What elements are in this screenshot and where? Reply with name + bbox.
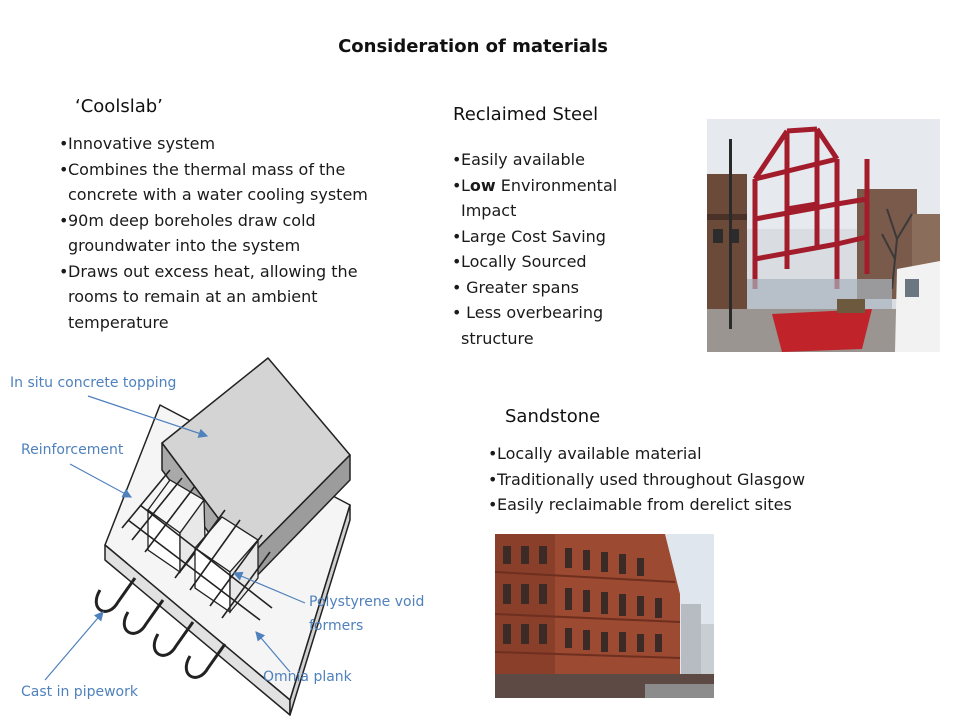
steel-bullet: Locally Sourced [452, 249, 647, 275]
steel-bullet: Less overbearing structure [452, 300, 647, 351]
steel-bullet: Easily available [452, 147, 647, 173]
coolslab-diagram [0, 345, 460, 720]
reinforcement-bars [121, 469, 273, 621]
label-in-situ-topping: In situ concrete topping [10, 375, 177, 391]
coolslab-bullet-list: Innovative system Combines the thermal m… [59, 131, 389, 335]
concrete-slab [104, 357, 351, 716]
sandstone-bullet: Traditionally used throughout Glasgow [488, 467, 868, 493]
label-reinforcement: Reinforcement [21, 442, 124, 458]
steel-frame-photo [707, 119, 940, 352]
steel-bullet: Low Environmental Impact [452, 173, 647, 224]
label-formers: formers [309, 618, 364, 634]
steel-bullet: Greater spans [452, 275, 647, 301]
label-cast-in-pipework: Cast in pipework [21, 684, 138, 700]
label-omnia-plank: Omnia plank [263, 669, 352, 685]
reclaimed-steel-heading: Reclaimed Steel [453, 104, 599, 125]
sandstone-heading: Sandstone [505, 406, 601, 427]
label-polystyrene-void: Polystyrene void [309, 594, 425, 610]
coolslab-bullet: Draws out excess heat, allowing the room… [59, 259, 389, 336]
sandstone-bullet: Locally available material [488, 441, 868, 467]
coolslab-heading: ‘Coolslab’ [75, 96, 163, 117]
pipework-loops [94, 577, 227, 679]
reclaimed-steel-bullet-list: Easily available Low Environmental Impac… [452, 147, 647, 351]
steel-bullet: Large Cost Saving [452, 224, 647, 250]
coolslab-bullet: Innovative system [59, 131, 389, 157]
sandstone-bullet-list: Locally available material Traditionally… [488, 441, 868, 518]
sandstone-building-photo [495, 534, 714, 698]
coolslab-bullet: 90m deep boreholes draw cold groundwater… [59, 208, 389, 259]
sandstone-bullet: Easily reclaimable from derelict sites [488, 492, 868, 518]
slide-title: Consideration of materials [338, 36, 608, 57]
coolslab-bullet: Combines the thermal mass of the concret… [59, 157, 389, 208]
